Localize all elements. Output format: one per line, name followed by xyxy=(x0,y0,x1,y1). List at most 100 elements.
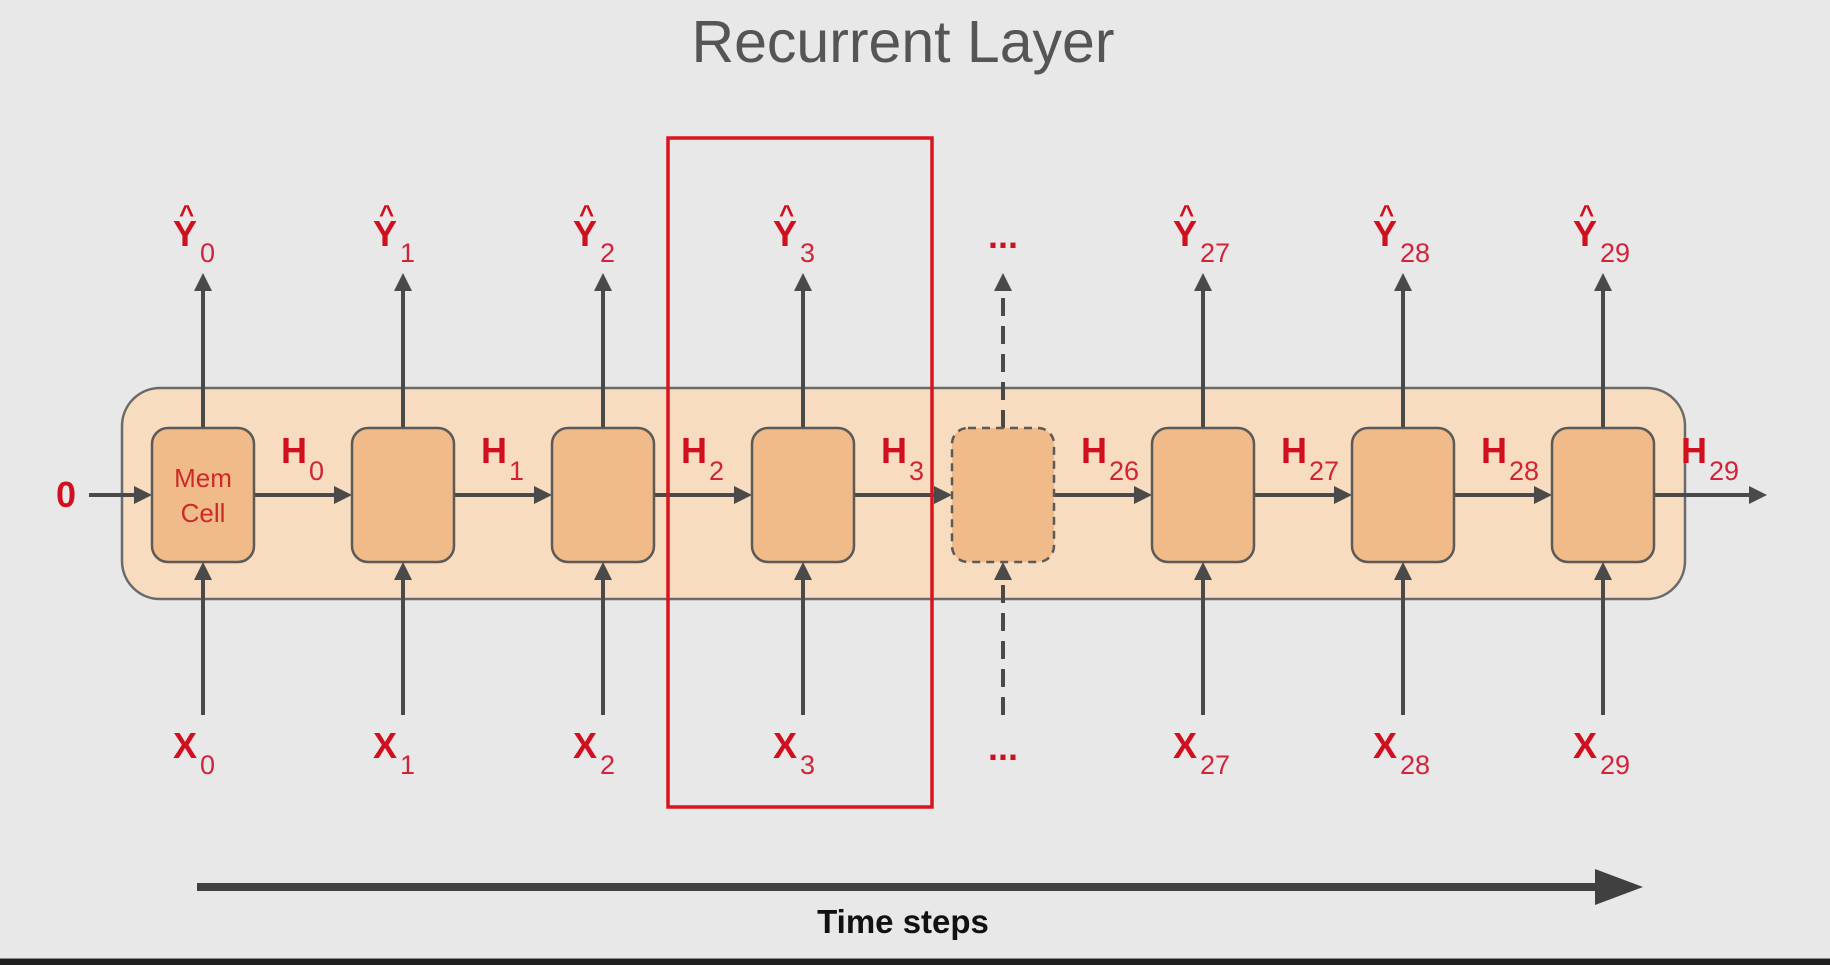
ellipsis-cell xyxy=(950,426,1056,564)
time-step-28-input-arrowhead xyxy=(1394,562,1412,580)
output-label-y29-letter: Y xyxy=(1573,213,1597,254)
output-label-y0-hat: ^ xyxy=(179,199,194,229)
input-label-x2-subscript: 2 xyxy=(600,750,615,780)
diagram-title: Recurrent Layer xyxy=(691,9,1115,75)
initial-state-label: 0 xyxy=(56,474,76,515)
hidden-state-label-3-letter: H xyxy=(881,430,907,471)
time-step-0-input-arrowhead xyxy=(194,562,212,580)
input-label-x3-subscript: 3 xyxy=(800,750,815,780)
initial-state-arrowhead xyxy=(134,486,152,504)
input-label-x29-letter: X xyxy=(1573,725,1597,766)
input-label-x1-letter: X xyxy=(373,725,397,766)
time-step-27-output-arrowhead xyxy=(1194,273,1212,291)
output-label-y1-hat: ^ xyxy=(379,199,394,229)
time-step-1-output-arrowhead xyxy=(394,273,412,291)
output-label-y3-letter: Y xyxy=(773,213,797,254)
hidden-state-label-0-letter: H xyxy=(281,430,307,471)
output-label-y27-hat: ^ xyxy=(1179,199,1194,229)
rnn-cell xyxy=(1150,426,1256,564)
output-label-y0-subscript: 0 xyxy=(200,238,215,268)
hidden-state-label-0-subscript: 0 xyxy=(309,456,324,486)
hidden-state-arrowhead xyxy=(534,486,552,504)
input-label-x29-subscript: 29 xyxy=(1600,750,1630,780)
hidden-state-label-1-subscript: 1 xyxy=(509,456,524,486)
output-label-y1-letter: Y xyxy=(373,213,397,254)
time-step-3-output-arrowhead xyxy=(794,273,812,291)
time-step-1-input-arrowhead xyxy=(394,562,412,580)
output-ellipsis: ... xyxy=(988,215,1018,256)
input-label-x1-subscript: 1 xyxy=(400,750,415,780)
output-label-y28-subscript: 28 xyxy=(1400,238,1430,268)
hidden-state-label-28-letter: H xyxy=(1481,430,1507,471)
time-step-28-output-arrowhead xyxy=(1394,273,1412,291)
output-label-y1-subscript: 1 xyxy=(400,238,415,268)
time-step-3-input-arrowhead xyxy=(794,562,812,580)
output-label-y2-subscript: 2 xyxy=(600,238,615,268)
memory-cell xyxy=(150,426,256,564)
hidden-state-arrowhead xyxy=(1134,486,1152,504)
hidden-state-arrowhead xyxy=(934,486,952,504)
hidden-state-label-29-subscript: 29 xyxy=(1709,456,1739,486)
rnn-cell xyxy=(550,426,656,564)
memory-cell-text-line1: Mem xyxy=(174,463,232,493)
hidden-state-label-3-subscript: 3 xyxy=(909,456,924,486)
output-label-y27-subscript: 27 xyxy=(1200,238,1230,268)
time-step-27-input-arrowhead xyxy=(1194,562,1212,580)
output-label-y2-hat: ^ xyxy=(579,199,594,229)
rnn-cell xyxy=(1550,426,1656,564)
bottom-bar xyxy=(0,958,1830,965)
input-label-x27-letter: X xyxy=(1173,725,1197,766)
input-label-x27-subscript: 27 xyxy=(1200,750,1230,780)
input-label-x2-letter: X xyxy=(573,725,597,766)
output-label-y0-letter: Y xyxy=(173,213,197,254)
input-label-x0-letter: X xyxy=(173,725,197,766)
time-step-29-output-arrowhead xyxy=(1594,273,1612,291)
time-step-29-input-arrowhead xyxy=(1594,562,1612,580)
output-label-y29-hat: ^ xyxy=(1579,199,1594,229)
ellipsis-step-input-arrowhead xyxy=(994,562,1012,580)
time-step-2-input-arrowhead xyxy=(594,562,612,580)
hidden-state-label-26-subscript: 26 xyxy=(1109,456,1139,486)
highlight-box xyxy=(666,136,934,809)
memory-cell-text-line2: Cell xyxy=(181,498,226,528)
hidden-state-label-27-letter: H xyxy=(1281,430,1307,471)
hidden-state-label-2-letter: H xyxy=(681,430,707,471)
hidden-state-label-2-subscript: 2 xyxy=(709,456,724,486)
output-label-y2-letter: Y xyxy=(573,213,597,254)
output-label-y28-hat: ^ xyxy=(1379,199,1394,229)
ellipsis-step-output-arrowhead xyxy=(994,273,1012,291)
rnn-cell xyxy=(750,426,856,564)
hidden-state-arrowhead xyxy=(1534,486,1552,504)
output-label-y27-letter: Y xyxy=(1173,213,1197,254)
output-label-y28-letter: Y xyxy=(1373,213,1397,254)
input-label-x3-letter: X xyxy=(773,725,797,766)
hidden-state-label-27-subscript: 27 xyxy=(1309,456,1339,486)
hidden-state-label-1-letter: H xyxy=(481,430,507,471)
time-steps-label: Time steps xyxy=(817,903,989,940)
rnn-cell xyxy=(350,426,456,564)
input-label-x0-subscript: 0 xyxy=(200,750,215,780)
output-label-y3-subscript: 3 xyxy=(800,238,815,268)
input-label-x28-letter: X xyxy=(1373,725,1397,766)
hidden-state-label-28-subscript: 28 xyxy=(1509,456,1539,486)
rnn-cell xyxy=(1350,426,1456,564)
